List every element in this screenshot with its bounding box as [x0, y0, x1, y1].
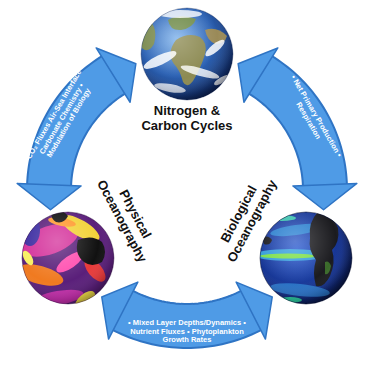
arrow-label: • CO₂ Fluxes Air-Sea Interface • Carbona… — [21, 62, 103, 177]
arrow-label-holder: • Mixed Layer Depths/Dynamics • Nutrient… — [125, 319, 249, 345]
globe-detail — [141, 8, 233, 100]
globe-detail — [141, 8, 233, 100]
arrow-head — [17, 183, 81, 209]
arrow-head — [96, 48, 136, 102]
globe-detail — [14, 210, 114, 312]
globe-detail — [260, 212, 352, 304]
physical-globe-node: Physical Oceanography — [22, 212, 114, 304]
arrow-label-holder: • CO₂ Fluxes Air-Sea Interface • Carbona… — [21, 62, 103, 177]
node-label-holder: Physical Oceanography — [92, 169, 163, 268]
arrow-label: • Mixed Layer Depths/Dynamics • Nutrient… — [125, 319, 249, 345]
node-label-holder: Nitrogen & Carbon Cycles — [135, 104, 239, 134]
physical-ocean-globe — [14, 210, 114, 312]
globe-detail — [260, 212, 352, 304]
globe-detail — [254, 212, 352, 304]
arrow-label: • Net Primary Production • Respiration — [275, 64, 349, 175]
globe-detail — [141, 8, 233, 100]
earth-globe — [141, 8, 233, 100]
globe-detail — [22, 212, 114, 304]
globe-detail — [141, 8, 233, 100]
globe-detail — [22, 212, 114, 304]
arrow-label-holder: • Net Primary Production • Respiration — [275, 64, 349, 175]
arrow-head — [293, 183, 357, 209]
cycle-globe-node: Nitrogen & Carbon Cycles — [141, 8, 233, 100]
node-label: Nitrogen & Carbon Cycles — [135, 104, 239, 134]
node-label: Biological Oceanography — [210, 169, 281, 268]
biological-globe-node: Biological Oceanography — [260, 212, 352, 304]
biological-ocean-globe — [254, 212, 352, 304]
node-label-holder: Biological Oceanography — [210, 169, 281, 268]
globe-detail — [22, 212, 114, 304]
node-label: Physical Oceanography — [92, 169, 163, 268]
arrow-head — [238, 48, 278, 102]
globe-detail — [260, 212, 352, 304]
